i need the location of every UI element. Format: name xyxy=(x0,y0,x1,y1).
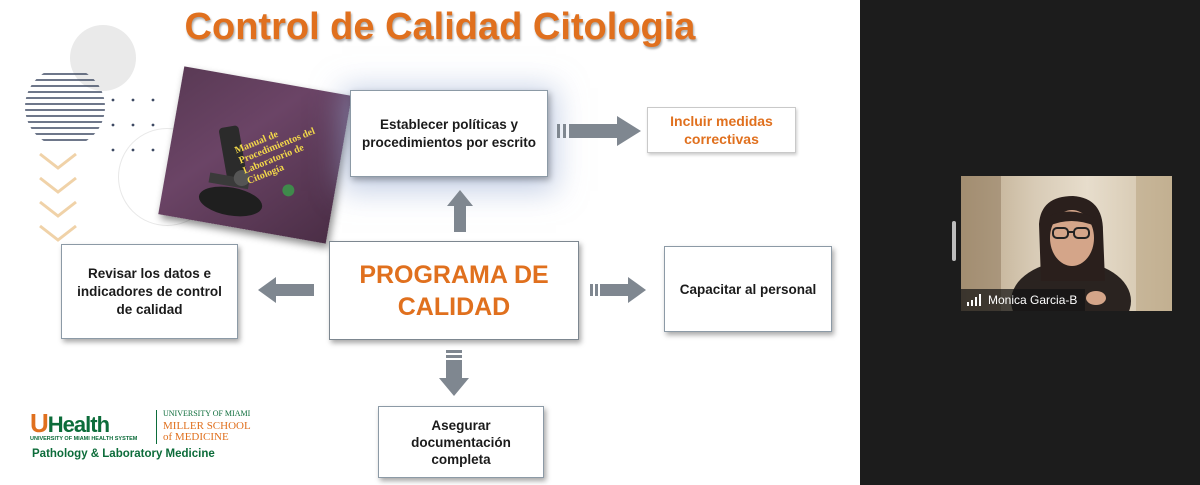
participant-name: Monica Garcia-B xyxy=(988,293,1078,307)
arrow-up-icon xyxy=(447,190,473,232)
logo-u: U xyxy=(30,408,49,438)
logo-health: Health xyxy=(47,412,110,437)
decorative-stripes xyxy=(25,73,105,141)
institution-logo: UHealth UNIVERSITY OF MIAMI HEALTH SYSTE… xyxy=(30,408,260,468)
logo-divider xyxy=(156,410,157,444)
logo-school-line1: MILLER SCHOOL xyxy=(163,420,251,432)
arrow-down-icon xyxy=(439,350,469,396)
uhealth-logo: UHealth xyxy=(30,408,110,439)
arrow-right-icon xyxy=(557,116,641,146)
manual-book-image: Manual de Procedimientos del Laboratorio… xyxy=(158,66,352,244)
logo-health-system: UNIVERSITY OF MIAMI HEALTH SYSTEM xyxy=(30,436,138,442)
logo-department: Pathology & Laboratory Medicine xyxy=(32,448,215,460)
box-corrective-measures: Incluir medidas correctivas xyxy=(647,107,796,153)
logo-school-line2: of MEDICINE xyxy=(163,431,229,443)
box-quality-program: PROGRAMA DE CALIDAD xyxy=(329,241,579,340)
slide-title: Control de Calidad Citologia xyxy=(184,6,696,48)
book-seal-icon xyxy=(281,183,296,198)
participant-video-feed xyxy=(961,176,1172,311)
box-train-staff: Capacitar al personal xyxy=(664,246,832,332)
signal-bars-icon xyxy=(967,294,981,306)
participant-video-tile[interactable]: Monica Garcia-B xyxy=(961,176,1172,311)
arrow-right-icon xyxy=(590,277,646,303)
box-review-data: Revisar los datos e indicadores de contr… xyxy=(61,244,238,339)
box-policies: Establecer políticas y procedimientos po… xyxy=(350,90,548,177)
box-documentation: Asegurar documentación completa xyxy=(378,406,544,478)
microscope-icon xyxy=(198,125,263,217)
arrow-left-icon xyxy=(258,277,314,303)
presentation-slide: Manual de Procedimientos del Laboratorio… xyxy=(0,0,860,485)
panel-resize-handle[interactable] xyxy=(952,221,956,261)
participant-name-bar: Monica Garcia-B xyxy=(961,289,1085,311)
logo-university: UNIVERSITY OF MIAMI xyxy=(163,409,251,418)
decorative-chevrons xyxy=(39,152,77,242)
